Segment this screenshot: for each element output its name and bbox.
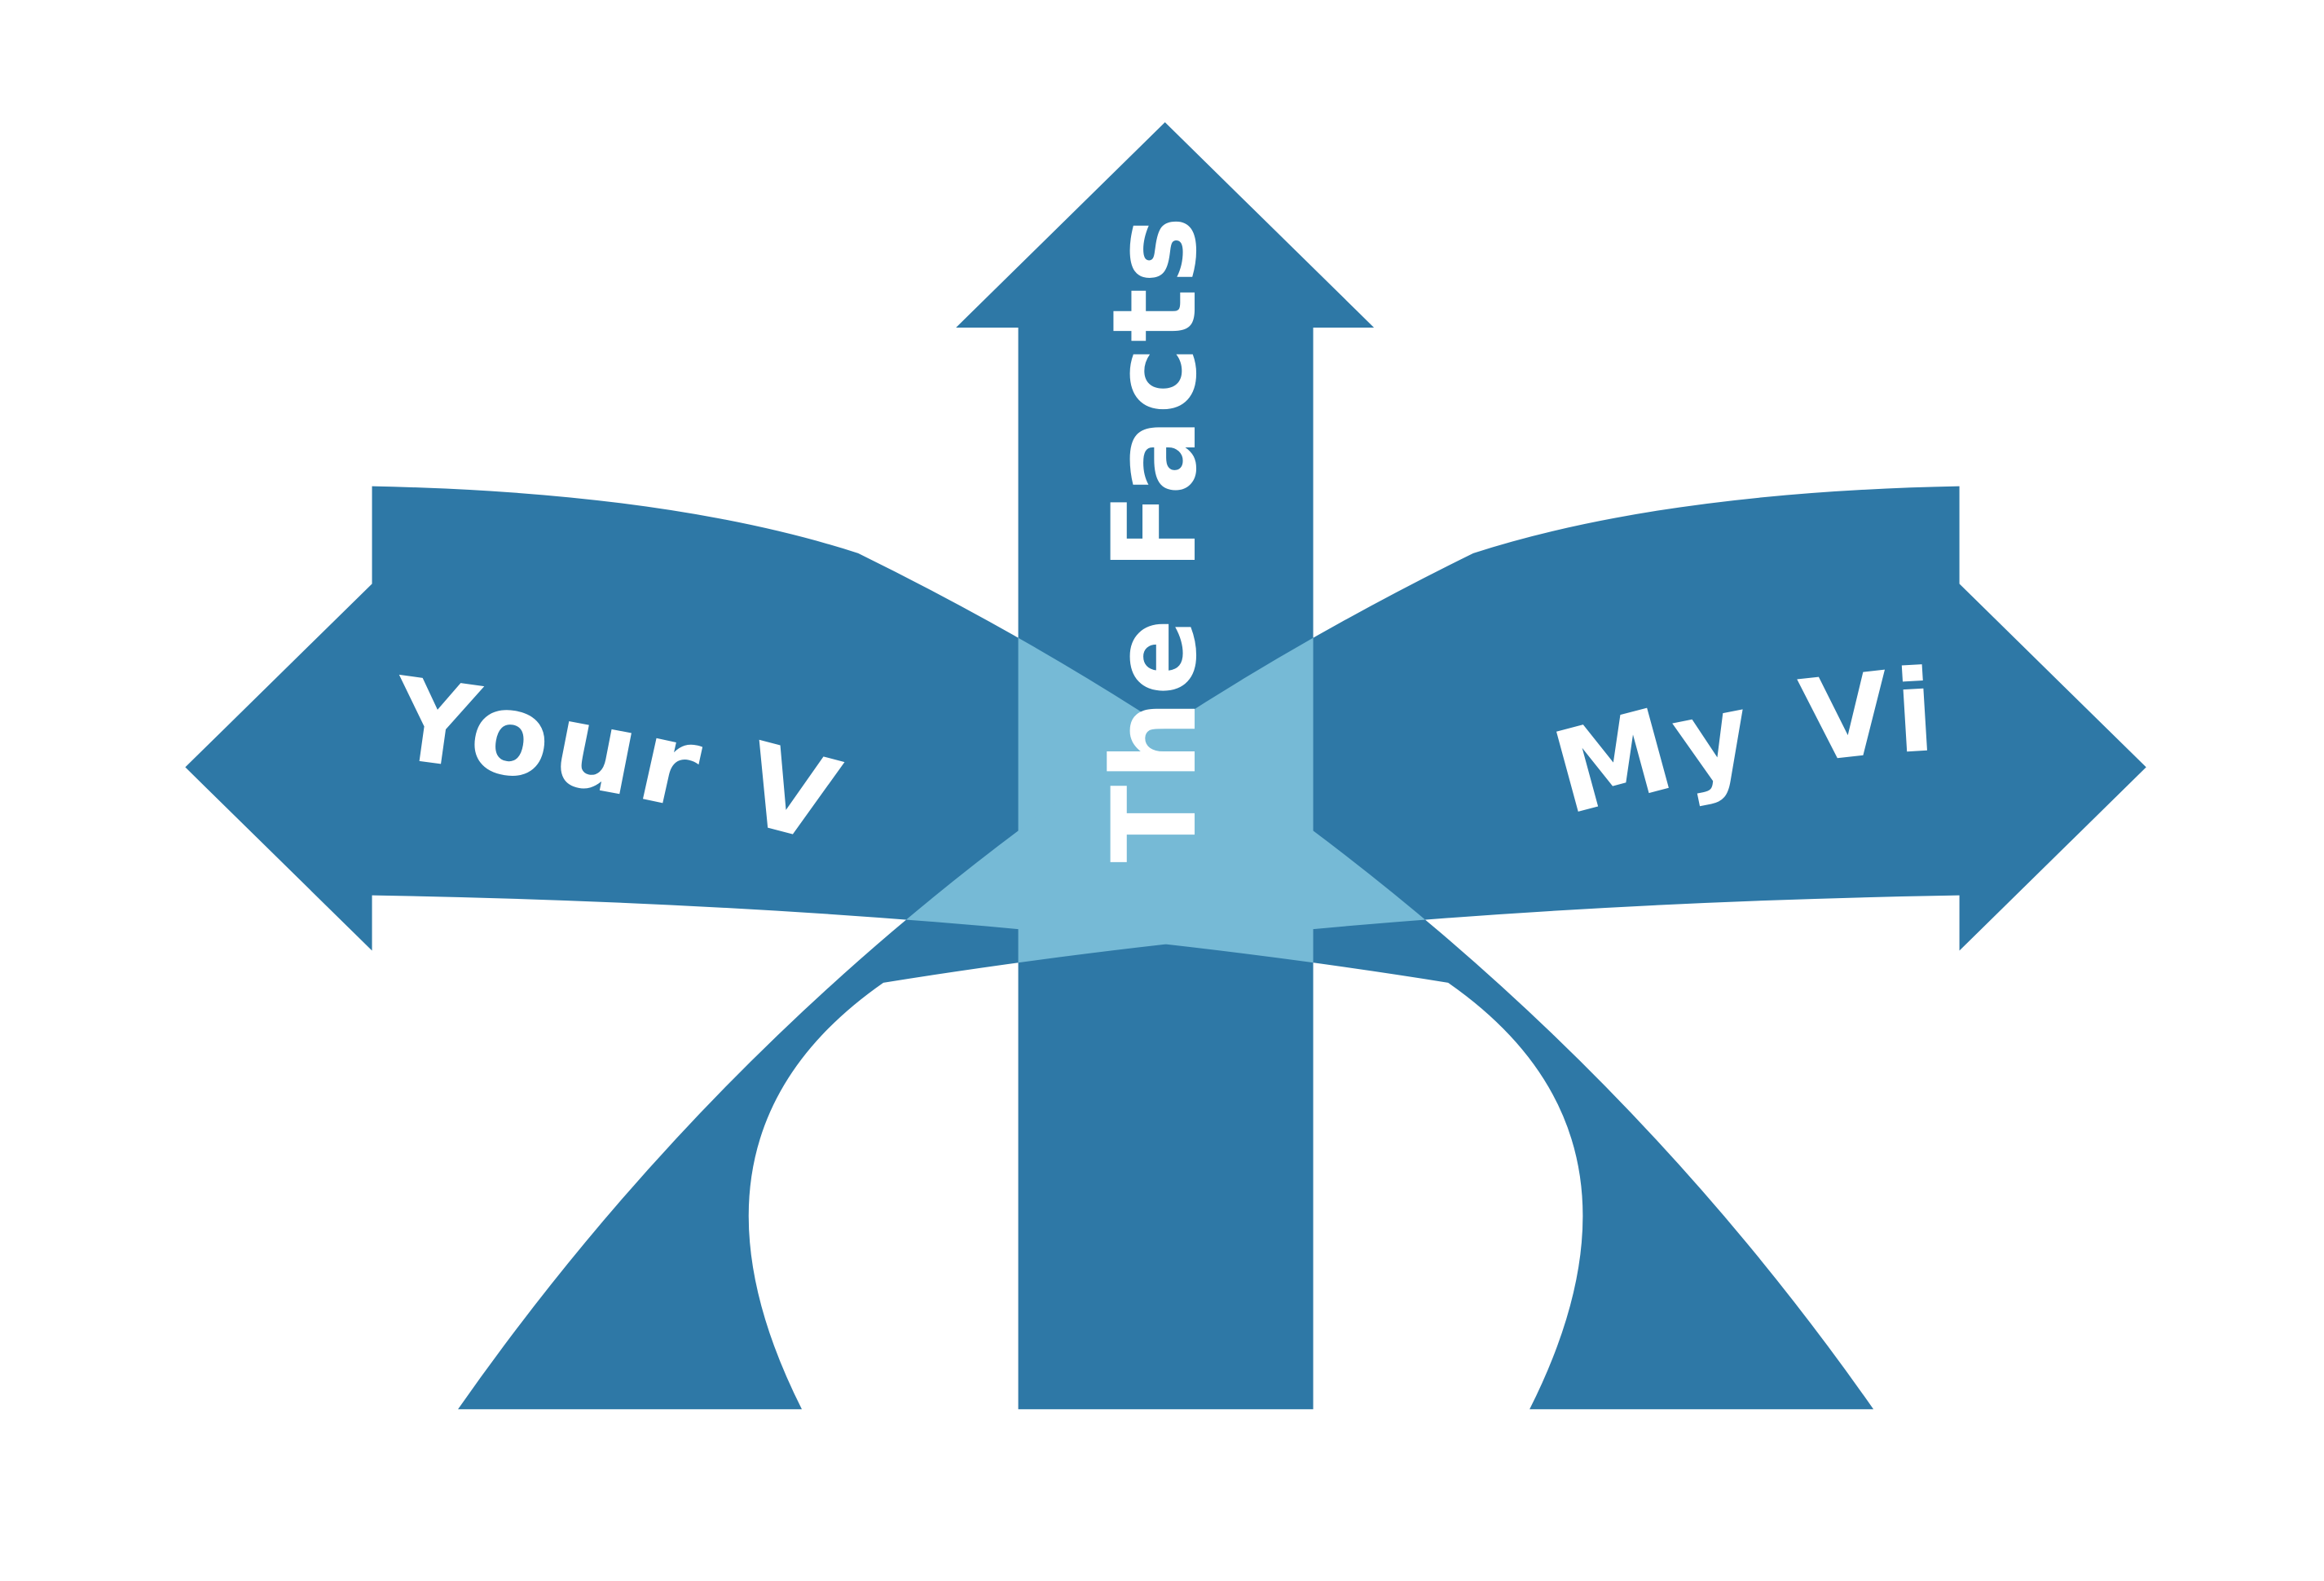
your-view-label: Your View: [0, 0, 853, 870]
the-facts-label: The Facts: [1088, 212, 1222, 863]
